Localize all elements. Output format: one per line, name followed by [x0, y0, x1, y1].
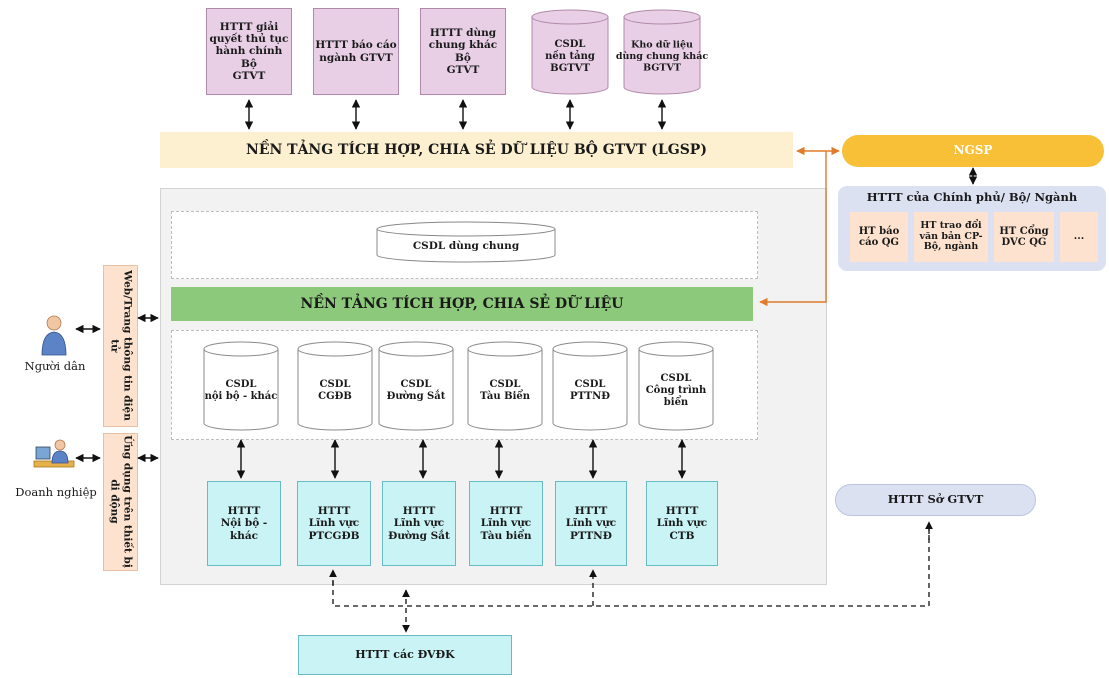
- gov-panel-title: HTTT của Chính phủ/ Bộ/ Ngành: [866, 190, 1078, 205]
- system-vehicle: HTTT Lĩnh vực PTTNĐ: [555, 481, 627, 566]
- actor-citizen-label: Người dân: [24, 359, 86, 374]
- person-icon: [36, 313, 72, 357]
- database-cylinder-label-line: CSDL: [320, 379, 351, 390]
- top-db-warehouse-label-line: dùng chung khác: [616, 51, 709, 62]
- top-db-platform-label-line: BGTVT: [550, 63, 590, 74]
- platform-bar: NỀN TẢNG TÍCH HỢP, CHIA SẺ DỮ LIỆU: [171, 287, 753, 321]
- dvdk-system: HTTT các ĐVĐK: [298, 635, 512, 675]
- portal-mobile: [103, 433, 138, 571]
- ngsp-pill: NGSP: [842, 135, 1104, 167]
- system-marine-works: HTTT Lĩnh vực CTB: [646, 481, 718, 566]
- database-cylinder-label-line: CSDL: [490, 379, 521, 390]
- shared-db-cylinder-label-line: CSDL dùng chung: [413, 240, 520, 252]
- top-system-reporting: HTTT báo cáo ngành GTVT: [313, 8, 399, 95]
- portal-web: [103, 265, 138, 427]
- dept-system-pill: HTTT Sở GTVT: [835, 484, 1036, 516]
- database-cylinder-label-line: nội bộ - khác: [205, 391, 278, 402]
- database-cylinder-label-line: PTTNĐ: [570, 391, 610, 402]
- top-db-warehouse-label-line: BGTVT: [643, 62, 681, 73]
- top-system-shared-other: HTTT dùng chung khác Bộ GTVT: [420, 8, 506, 95]
- system-internal: HTTT Nội bộ - khác: [207, 481, 281, 566]
- database-cylinder-label-line: Tàu Biển: [480, 390, 531, 402]
- database-cylinder-label-line: biển: [664, 396, 689, 408]
- gov-item-report: HT báo cáo QG: [850, 212, 908, 262]
- gov-item-more: ...: [1060, 212, 1098, 262]
- database-cylinder-label-line: Đường Sắt: [387, 390, 446, 402]
- shared-db-cylinder: CSDL dùng chung: [376, 221, 556, 263]
- gov-item-docs: HT trao đổi văn bản CP- Bộ, ngành: [914, 212, 988, 262]
- actor-business-label: Doanh nghiệp: [15, 485, 97, 500]
- database-cylinder-label-line: CSDL: [661, 373, 692, 384]
- ngsp-platform-arrow: [759, 151, 827, 307]
- database-cylinder-label-line: Công trình: [646, 385, 707, 396]
- top-db-platform-label-line: CSDL: [555, 39, 586, 50]
- database-cylinder-label-line: CSDL: [575, 379, 606, 390]
- database-cylinder-label-line: CSDL: [401, 379, 432, 390]
- system-rail: HTTT Lĩnh vực Đường Sắt: [382, 481, 456, 566]
- database-cylinder-label-line: CGĐB: [318, 391, 352, 402]
- top-db-warehouse-label-line: Kho dữ liệu: [631, 39, 693, 50]
- database-cylinder-label-line: CSDL: [226, 379, 257, 390]
- top-system-admin-procedures: HTTT giải quyết thủ tục hành chính Bộ GT…: [206, 8, 292, 95]
- lgsp-bar: NỀN TẢNG TÍCH HỢP, CHIA SẺ DỮ LIỆU BỘ GT…: [160, 132, 793, 168]
- dashed-bus: [332, 526, 930, 607]
- gov-item-portal: HT Cổng DVC QG: [994, 212, 1054, 262]
- business-person-icon: [32, 437, 76, 477]
- system-road: HTTT Lĩnh vực PTCGĐB: [297, 481, 371, 566]
- top-db-platform-label-line: nền tảng: [545, 50, 595, 62]
- system-ship: HTTT Lĩnh vực Tàu biển: [469, 481, 543, 566]
